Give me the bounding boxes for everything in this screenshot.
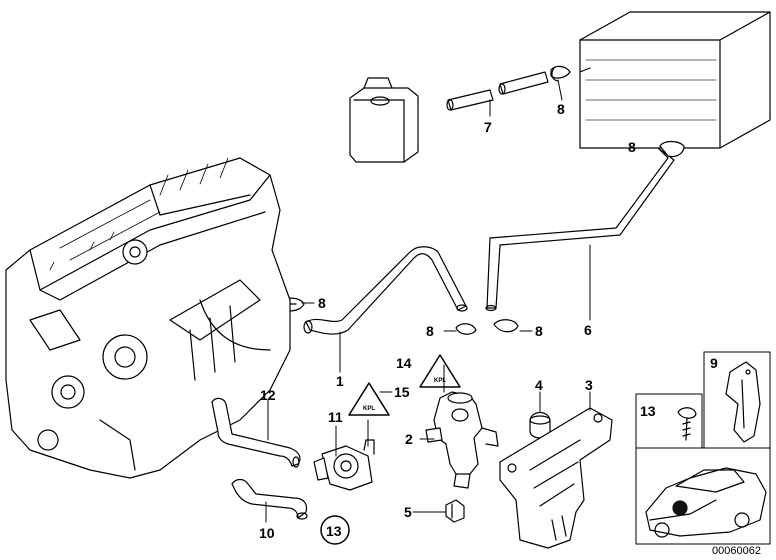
callout-1: 1 [336,373,344,389]
callout-10: 10 [259,525,275,541]
coolant-bottle [349,77,419,163]
callout-13-ring: 13 [326,523,342,539]
callout-2: 2 [405,431,413,447]
hose-6 [485,140,685,312]
bracket-3 [499,407,613,549]
warning-triangle-14 [419,354,461,388]
callout-6: 6 [584,322,592,338]
inset-car [635,447,771,545]
heater-core [579,11,771,149]
callout-15: 15 [394,384,410,400]
inset-screw [635,393,703,449]
callout-11: 11 [328,409,343,425]
warning-triangle-15 [348,382,390,416]
inset-bracket-9 [703,351,771,449]
callout-8-mid-left: 8 [426,323,434,339]
callout-3: 3 [585,377,593,393]
hose-10 [231,478,308,520]
callout-13-inset: 13 [640,403,656,419]
callout-14: 14 [396,355,412,371]
callout-12: 12 [260,387,276,403]
callout-5: 5 [404,504,412,520]
engine-block [5,157,291,479]
callout-8-mid-right: 8 [535,323,543,339]
triangle-mark-14: KPL [434,378,446,384]
callout-9: 9 [710,355,718,371]
callout-7: 7 [484,119,492,135]
engine-detail [49,157,229,271]
diagram-reference-number: 00060062 [712,545,761,557]
clamps-8 [277,297,519,335]
callout-8-right: 8 [628,139,636,155]
triangle-mark-15: KPL [363,406,375,412]
callout-8-left: 8 [318,295,326,311]
callout-4: 4 [535,377,543,393]
hose-1 [303,246,468,335]
callout-ring-13 [320,515,350,545]
clip-5 [445,499,465,523]
valve-2 [425,391,499,489]
callout-8-top: 8 [557,101,565,117]
leader-lines [265,79,661,523]
hose-12 [211,397,301,468]
hose-segments-7 [446,65,571,111]
water-pump-11 [313,439,375,491]
